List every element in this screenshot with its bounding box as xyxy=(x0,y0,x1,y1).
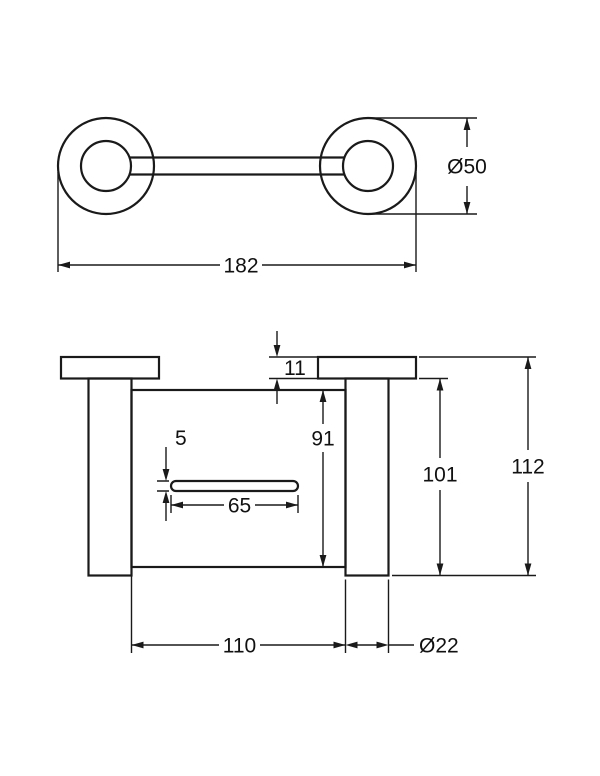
dim-flange-thickness-arrow-up xyxy=(273,378,281,391)
dim-post-length-arrow-up xyxy=(436,378,444,391)
dim-frame-height-arrow-down xyxy=(319,555,327,567)
dim-label-frame-width: 110 xyxy=(223,635,256,658)
dim-frame-height: 91 xyxy=(311,390,335,567)
dim-label-overall-height: 112 xyxy=(511,456,544,479)
dim-flange-diameter-lines xyxy=(372,117,477,215)
right-flange-outer-circle xyxy=(318,116,418,216)
dim-frame-width-arrow-left xyxy=(131,641,144,649)
dim-overall-height-arrow-up xyxy=(524,357,532,369)
right-flange-inner-circle xyxy=(341,139,395,193)
dim-overall-width: 182 xyxy=(57,172,417,278)
dim-lip-thickness: 5 xyxy=(157,427,187,521)
dim-overall-height-lines xyxy=(419,356,536,576)
dim-label-lip-width: 65 xyxy=(228,495,251,518)
dim-lip-width-arrow-right xyxy=(286,501,298,509)
dim-flange-thickness-lines xyxy=(269,331,318,404)
dim-frame-width-arrow-right xyxy=(333,641,346,649)
dim-post-diameter-arrow-right xyxy=(376,641,389,649)
top-view xyxy=(56,116,418,216)
dim-label-flange-diameter: Ø50 xyxy=(447,156,487,179)
right-post xyxy=(344,377,390,577)
dim-overall-width-arrow-right xyxy=(404,261,416,269)
dim-post-diameter-lines xyxy=(357,579,414,653)
dim-post-length-lines xyxy=(392,377,536,577)
dim-flange-thickness-arrow-down xyxy=(273,345,281,357)
dim-label-post-length: 101 xyxy=(422,464,457,487)
dim-frame-width-lines xyxy=(130,571,347,653)
dim-post-diameter: Ø22 xyxy=(345,579,459,658)
dim-lip-width-lines xyxy=(170,495,299,513)
left-flange-outer-circle xyxy=(56,116,156,216)
front-view xyxy=(59,355,418,577)
dish-lip xyxy=(169,479,300,493)
dim-frame-width: 110 xyxy=(130,571,347,658)
left-post xyxy=(87,377,133,577)
dim-frame-height-arrow-up xyxy=(319,390,327,402)
dim-post-length: 101 xyxy=(392,377,536,577)
left-flange-inner-circle xyxy=(79,139,133,193)
dim-flange-thickness: 11 xyxy=(269,331,318,404)
dim-lip-width-arrow-left xyxy=(171,501,183,509)
dim-label-post-diameter: Ø22 xyxy=(419,635,459,658)
left-flange-cap xyxy=(59,355,161,380)
dim-post-diameter-arrow-left xyxy=(345,641,358,649)
right-flange-cap xyxy=(316,355,418,380)
dim-overall-height-arrow-down xyxy=(524,563,532,576)
dim-lip-thickness-arrow-down xyxy=(162,469,170,481)
dim-post-length-arrow-down xyxy=(436,563,444,576)
dim-label-flange-thickness: 11 xyxy=(284,357,306,380)
dim-label-lip-thickness: 5 xyxy=(175,427,187,450)
dim-lip-thickness-lines xyxy=(157,447,169,521)
dim-overall-width-lines xyxy=(57,172,417,272)
dim-flange-diameter-arrow-up xyxy=(463,118,471,130)
connecting-bar xyxy=(129,156,345,176)
dim-overall-height: 112 xyxy=(419,356,545,576)
frame-body xyxy=(130,388,347,569)
dim-overall-width-arrow-left xyxy=(58,261,70,269)
dim-lip-thickness-arrow-up xyxy=(162,491,170,503)
dim-flange-diameter-arrow-down xyxy=(463,202,471,214)
dim-label-overall-width: 182 xyxy=(223,255,258,278)
dim-lip-width: 65 xyxy=(170,495,299,518)
dim-label-frame-height: 91 xyxy=(311,428,334,451)
dim-flange-diameter: Ø50 xyxy=(372,117,487,215)
